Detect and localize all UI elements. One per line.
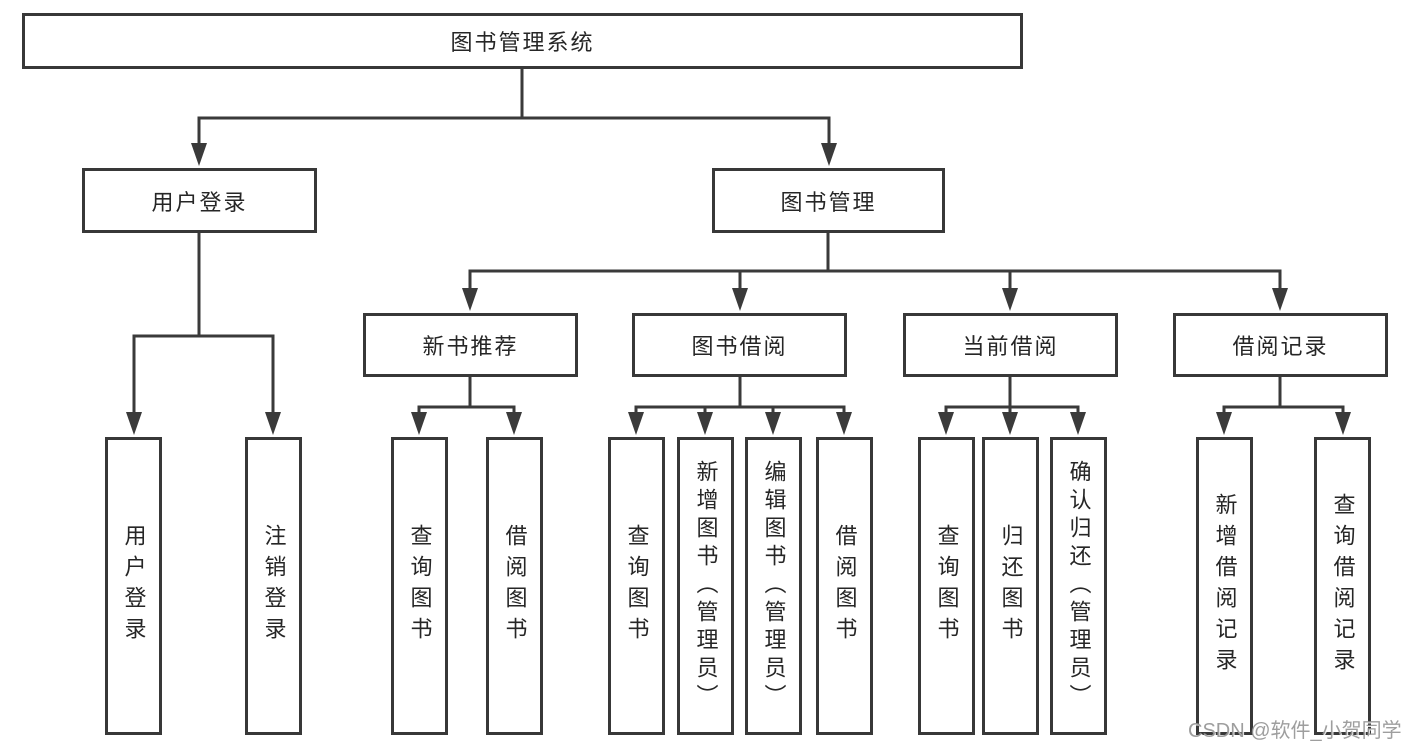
leaf-borrowing-edit-books: 编辑图书（管理员） <box>745 437 802 735</box>
node-root: 图书管理系统 <box>22 13 1023 69</box>
edge-bookmgmt-to-level3 <box>468 231 1282 292</box>
node-book-management: 图书管理 <box>712 168 945 233</box>
arrow-icon <box>506 412 522 435</box>
leaf-user-login-label: 用户登录 <box>121 524 147 648</box>
arrow-icon <box>265 412 281 435</box>
arrow-icon <box>732 288 748 311</box>
node-book-borrowing: 图书借阅 <box>632 313 847 377</box>
arrow-icon <box>1335 412 1351 435</box>
node-book-management-label: 图书管理 <box>780 189 877 215</box>
leaf-records-query-record-label: 查询借阅记录 <box>1330 493 1356 679</box>
node-user-login: 用户登录 <box>82 168 317 233</box>
leaf-borrowing-borrow-books: 借阅图书 <box>816 437 873 735</box>
leaf-current-return-books-label: 归还图书 <box>998 524 1024 648</box>
leaf-logout: 注销登录 <box>245 437 302 735</box>
arrow-icon <box>821 143 837 166</box>
leaf-borrowing-edit-books-label: 编辑图书（管理员） <box>761 460 787 712</box>
leaf-current-query-books-label: 查询图书 <box>934 524 960 648</box>
node-current-borrowing-label: 当前借阅 <box>962 334 1059 359</box>
leaf-current-confirm-return: 确认归还（管理员） <box>1050 437 1107 735</box>
arrowheads <box>126 143 1351 435</box>
edge-root-to-level2 <box>197 67 831 148</box>
leaf-borrowing-add-books-label: 新增图书（管理员） <box>693 460 719 712</box>
leaf-recommend-query-books: 查询图书 <box>391 437 448 735</box>
arrow-icon <box>411 412 427 435</box>
leaf-current-query-books: 查询图书 <box>918 437 975 735</box>
leaf-records-query-record: 查询借阅记录 <box>1314 437 1371 735</box>
node-new-book-recommend-label: 新书推荐 <box>422 334 519 359</box>
arrow-icon <box>126 412 142 435</box>
arrow-icon <box>628 412 644 435</box>
arrow-icon <box>1002 288 1018 311</box>
arrow-icon <box>191 143 207 166</box>
node-new-book-recommend: 新书推荐 <box>363 313 578 377</box>
csdn-watermark: CSDN @软件_小贺同学 <box>1188 720 1402 742</box>
leaf-borrowing-query-books-label: 查询图书 <box>624 524 650 648</box>
leaf-current-confirm-return-label: 确认归还（管理员） <box>1066 460 1092 712</box>
arrow-icon <box>462 288 478 311</box>
leaf-borrowing-borrow-books-label: 借阅图书 <box>832 524 858 648</box>
arrow-icon <box>1070 412 1086 435</box>
leaf-recommend-borrow-books: 借阅图书 <box>486 437 543 735</box>
node-user-login-label: 用户登录 <box>151 189 248 215</box>
edge-userlogin-to-leaves <box>132 231 275 416</box>
edge-borrowing-to-leaves <box>634 375 846 416</box>
node-book-borrowing-label: 图书借阅 <box>691 334 788 359</box>
arrow-icon <box>1002 412 1018 435</box>
leaf-logout-label: 注销登录 <box>261 524 287 648</box>
edge-records-to-leaves <box>1222 375 1345 416</box>
leaf-recommend-borrow-books-label: 借阅图书 <box>502 524 528 648</box>
leaf-records-add-record: 新增借阅记录 <box>1196 437 1253 735</box>
leaf-current-return-books: 归还图书 <box>982 437 1039 735</box>
arrow-icon <box>1272 288 1288 311</box>
edge-recommend-to-leaves <box>417 375 516 416</box>
arrow-icon <box>836 412 852 435</box>
node-borrowing-records: 借阅记录 <box>1173 313 1388 377</box>
leaf-records-add-record-label: 新增借阅记录 <box>1212 493 1238 679</box>
edge-current-to-leaves <box>944 375 1080 416</box>
node-borrowing-records-label: 借阅记录 <box>1232 334 1329 359</box>
leaf-recommend-query-books-label: 查询图书 <box>407 524 433 648</box>
arrow-icon <box>765 412 781 435</box>
leaf-borrowing-query-books: 查询图书 <box>608 437 665 735</box>
arrow-icon <box>938 412 954 435</box>
leaf-borrowing-add-books: 新增图书（管理员） <box>677 437 734 735</box>
arrow-icon <box>1216 412 1232 435</box>
arrow-icon <box>697 412 713 435</box>
leaf-user-login: 用户登录 <box>105 437 162 735</box>
node-current-borrowing: 当前借阅 <box>903 313 1118 377</box>
node-root-label: 图书管理系统 <box>450 30 595 55</box>
